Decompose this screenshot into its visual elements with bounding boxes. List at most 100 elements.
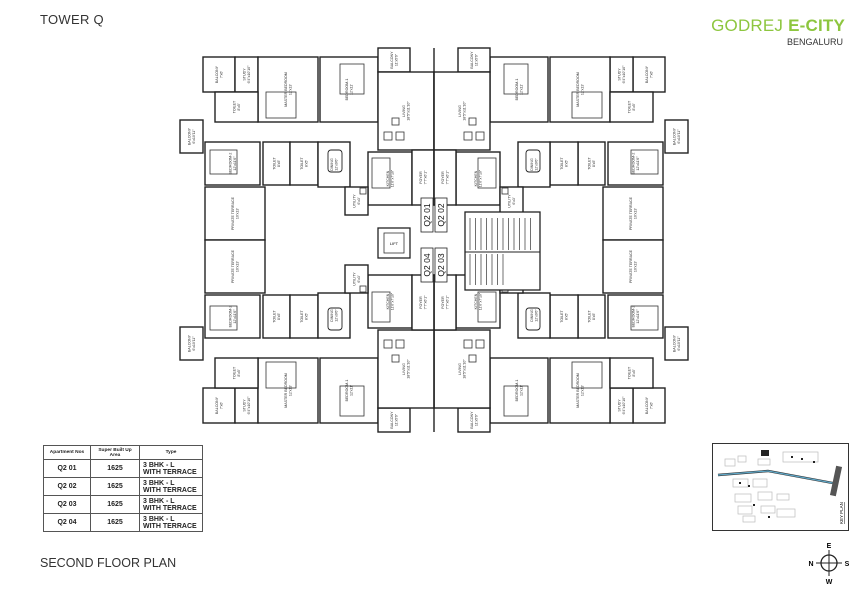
room-label: BEDROOM-212'x11'6" [632,306,641,328]
room: FOYER7'7"x6'1" [433,274,457,331]
room-wall [179,326,204,361]
furniture [477,157,497,189]
furniture [468,354,477,363]
room-label: BEDROOM-212'x11'6" [229,153,238,175]
room: PRIVATE TERRACE10'x13' [602,186,664,241]
type-line-1: 3 BHK - L [143,515,175,523]
furniture [475,131,485,141]
furniture [371,291,391,323]
room-label: STUDY6'4"x10'10" [243,65,252,83]
cell-apartment: Q2 03 [43,495,91,514]
room-label: FOYER7'7"x6'1" [419,170,428,184]
room-wall [517,292,551,339]
room: MASTER BEDROOM12'x13' [257,357,319,424]
header-area: Super Built Up Area [90,445,140,460]
room: BALCONY6'x10'11" [179,326,204,361]
furniture [359,285,367,293]
room: STUDY6'4"x10'10" [234,387,259,424]
cell-area: 1625 [90,459,140,478]
room-label: DINING12'x9'6" [330,309,339,322]
unit-id-label: Q2 02 [436,203,446,226]
room: BEDROOM-112'x11' [489,56,549,123]
room-wall [179,119,204,154]
tower-marker [829,465,843,497]
furniture [383,131,393,141]
room-label: TOILET8'x5' [628,366,637,379]
furniture [359,187,367,195]
site-dot [768,516,770,518]
bed-furniture [209,149,238,175]
room-wall [433,329,491,409]
room-wall [609,357,654,389]
site-dot [753,504,755,506]
bed-furniture [503,385,529,417]
room-label: DINING12'x9'6" [530,158,539,171]
room-label: FOYER7'7"x6'1" [441,295,450,309]
furniture [391,354,400,363]
room-wall [262,141,291,186]
room-label: LIVING18'5"x11'10" [458,359,467,379]
site-block [760,505,776,514]
room-label: FOYER7'7"x6'1" [441,170,450,184]
room-label: MASTER BEDROOM12'x13' [576,373,585,408]
room: BALCONY7'x6' [202,56,236,93]
compass-s-label: S [845,561,850,568]
table-header-row: Apartment Nos Super Built Up Area Type [43,445,203,460]
bed-furniture [630,305,659,331]
room-label: BALCONY7'x6' [645,65,654,83]
unit-id-box [434,247,448,283]
room: BEDROOM-212'x11'6" [204,294,261,339]
room-wall [489,357,549,424]
room-wall [377,71,435,151]
furniture [475,339,485,349]
room: TOILET8'x5' [214,357,259,389]
lift-car [383,232,405,254]
bed-furniture [209,305,238,331]
header-type: Type [139,445,203,460]
room: BEDROOM-212'x11'6" [607,294,664,339]
room-label: PRIVATE TERRACE10'x13' [231,196,240,230]
room-label: TOILET8'x5' [233,100,242,113]
room-label: BALCONY6'x10'11" [188,334,197,352]
site-marker [761,450,769,456]
cell-apartment: Q2 04 [43,513,91,532]
compass-e-label: E [827,543,832,550]
unit-q2-03: BALCONY7'x6'STUDY6'4"x10'10"MASTER BEDRO… [433,239,689,433]
dining-table [525,149,541,173]
room-label: STUDY6'4"x10'10" [618,396,627,414]
unit-q2-01: BALCONY7'x6'STUDY6'4"x10'10"MASTER BEDRO… [179,47,435,241]
bed-furniture [571,91,603,119]
unit-id-label: Q2 04 [422,253,432,276]
room-label: BEDROOM-212'x11'6" [632,153,641,175]
room: STUDY6'4"x10'10" [234,56,259,93]
room: DINING12'x9'6" [317,141,351,188]
room-wall [607,141,664,186]
furniture [395,131,405,141]
site-dot [748,485,750,487]
cell-area: 1625 [90,513,140,532]
type-line-2: WITH TERRACE [143,468,197,476]
room-wall [549,141,579,186]
room-label: STUDY6'4"x10'10" [243,396,252,414]
room-label: BALCONY11'x5'6" [470,51,479,69]
room-label: PRIVATE TERRACE10'x13' [231,249,240,283]
room: BALCONY11'x5'6" [457,47,491,73]
room-label: BALCONY11'x5'6" [390,51,399,69]
room: PRIVATE TERRACE10'x13' [602,239,664,294]
key-plan-label: KEY PLAN [839,502,844,524]
site-block [782,451,819,463]
room: BALCONY11'x5'6" [377,47,411,73]
staircase [464,211,541,291]
room: MASTER BEDROOM12'x13' [549,56,611,123]
room-label: TOILET8'x5' [628,100,637,113]
room-wall [317,292,351,339]
furniture [463,339,473,349]
room-label: BALCONY11'x5'6" [390,411,399,429]
apartment-schedule-table: Apartment Nos Super Built Up Area Type Q… [43,445,203,532]
room-label: MASTER BEDROOM12'x13' [576,72,585,107]
room-wall [664,326,689,361]
room-wall [664,119,689,154]
site-block [737,455,747,463]
